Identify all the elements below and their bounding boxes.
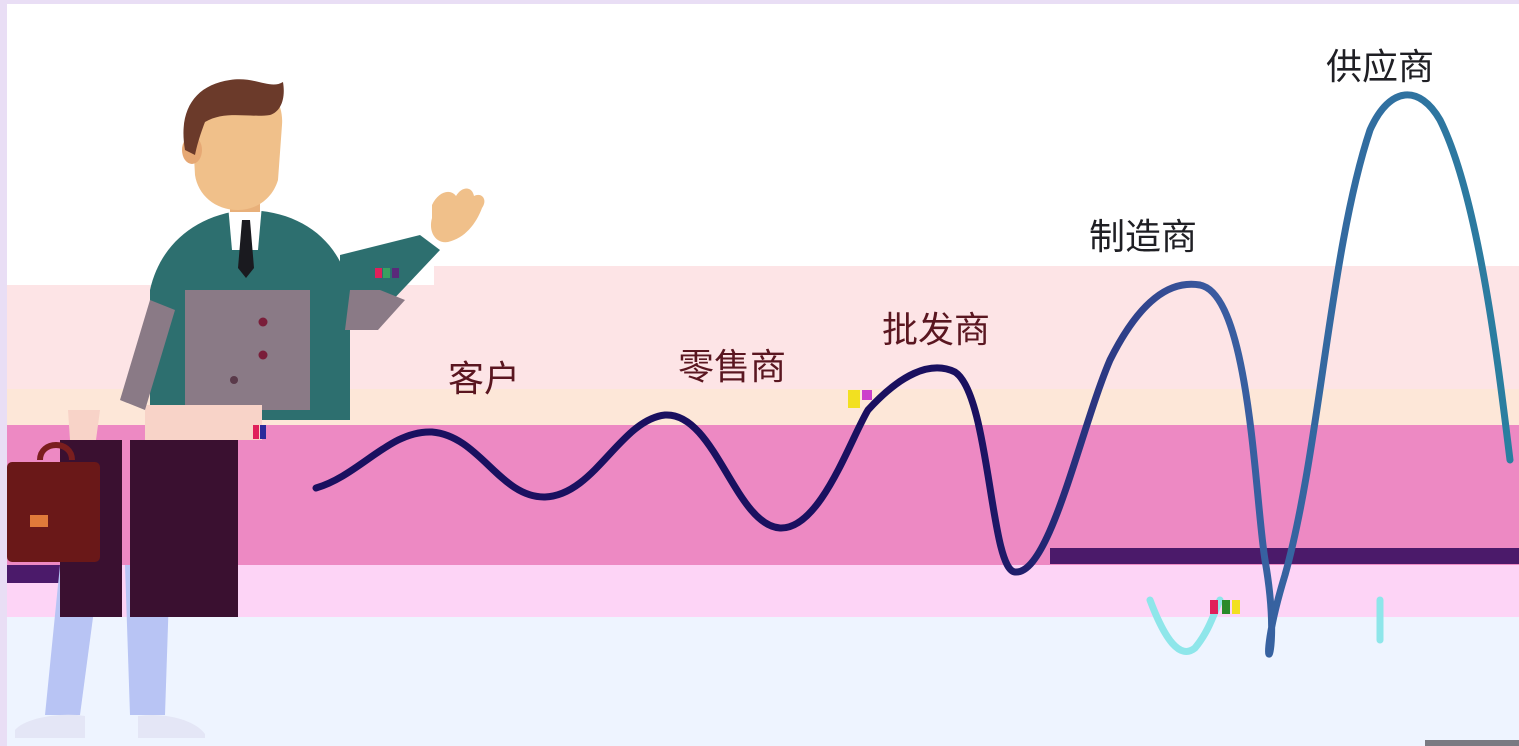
- label-retailer: 零售商: [678, 347, 787, 388]
- artifact-strip: [1050, 548, 1519, 564]
- bullwhip-wave: [312, 91, 1514, 658]
- label-supplier: 供应商: [1326, 47, 1435, 88]
- artifact-strip: [1425, 740, 1519, 746]
- background-band: [434, 266, 1519, 286]
- businessman-illustration-icon: [7, 79, 485, 738]
- frame-border: [0, 0, 1519, 4]
- label-customer: 客户: [448, 359, 521, 400]
- label-wholesaler: 批发商: [882, 310, 991, 351]
- frame-border: [0, 0, 7, 746]
- noise-artifacts: [253, 268, 1240, 614]
- label-manufacturer: 制造商: [1089, 217, 1198, 258]
- briefcase-icon: [7, 462, 100, 562]
- background-band: [7, 425, 1519, 565]
- bullwhip-wave-lower: [1146, 596, 1224, 655]
